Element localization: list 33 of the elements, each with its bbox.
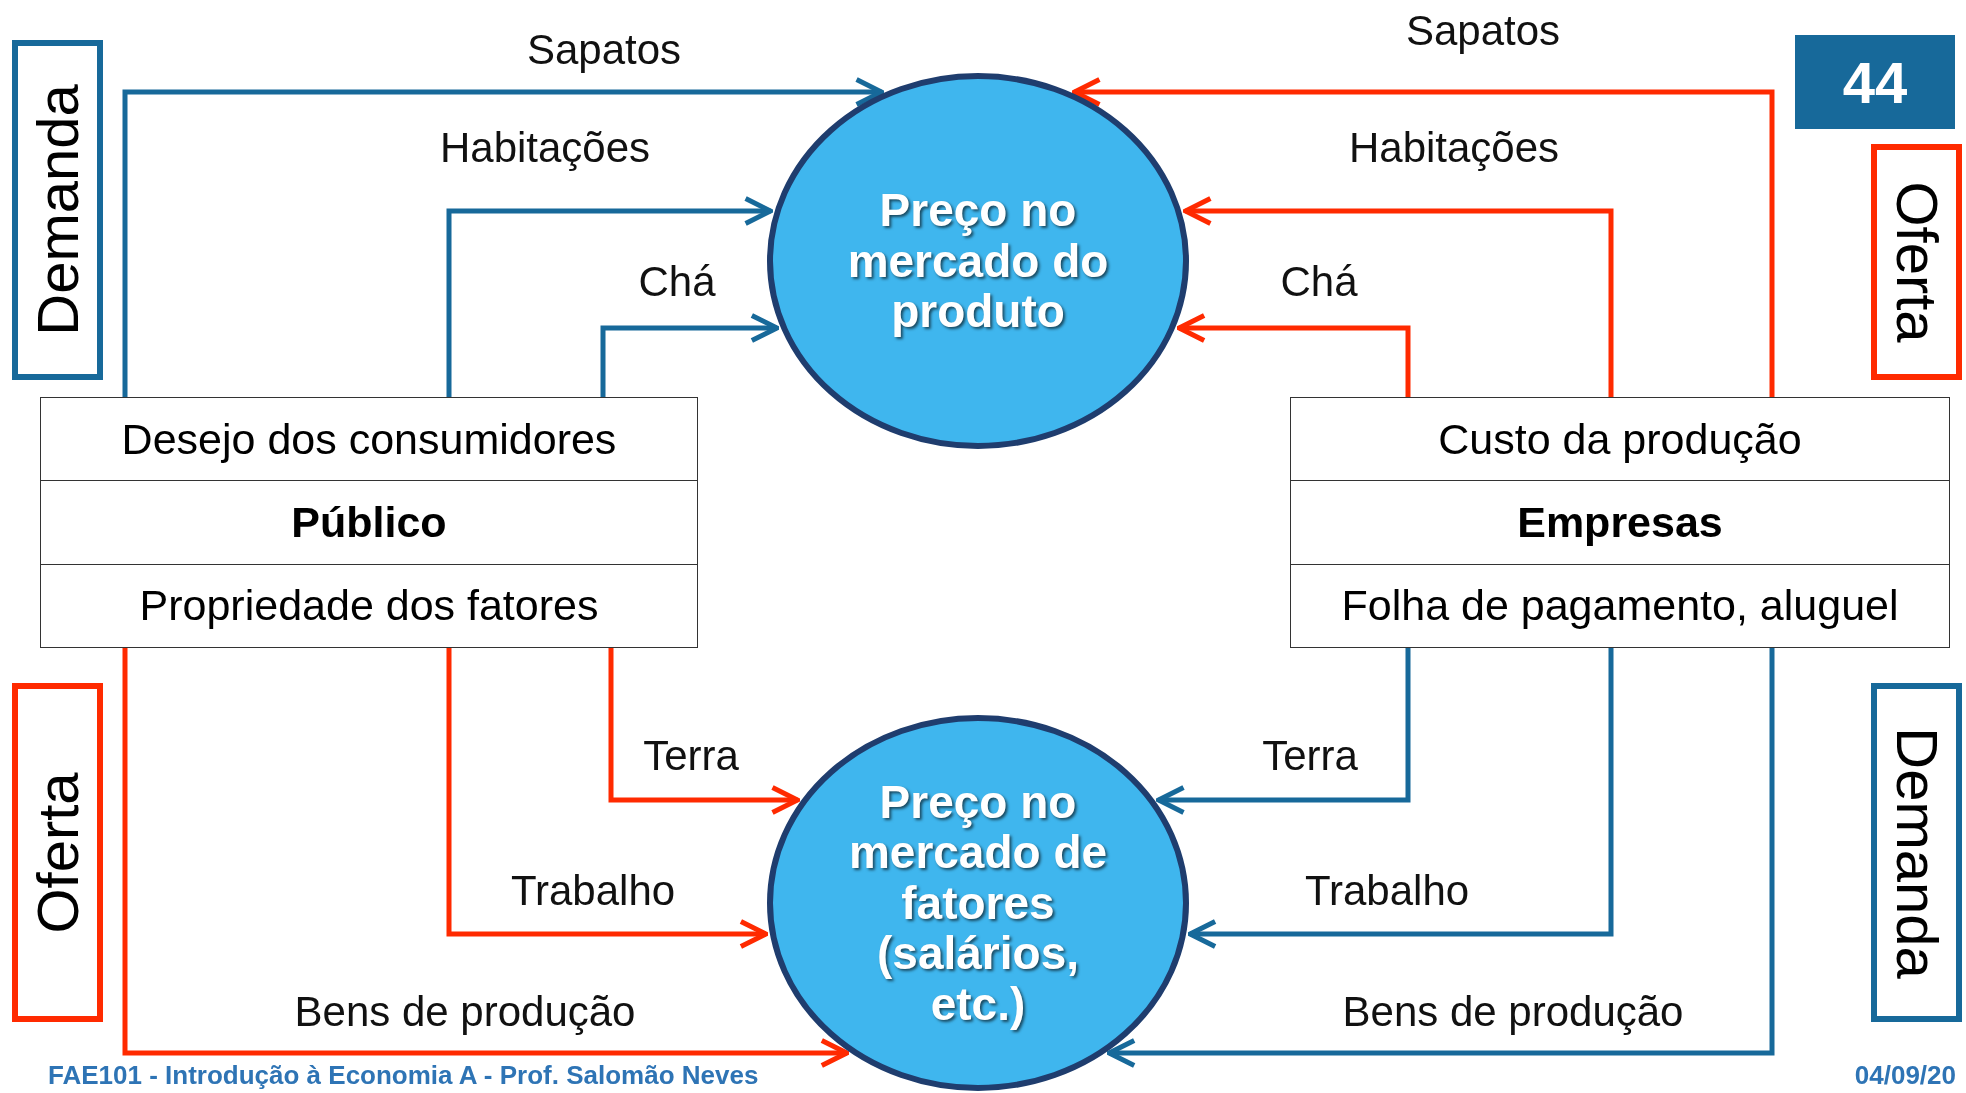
sector-name: Empresas	[1517, 498, 1723, 547]
flow-arrow	[1176, 313, 1411, 397]
side-label: Oferta	[28, 771, 87, 934]
side-label-box	[1871, 683, 1962, 1022]
side-label-box	[12, 40, 103, 380]
footer-date: 04/09/20	[1854, 1060, 1956, 1091]
table-row-text: Custo da produção	[1438, 414, 1802, 464]
footer-text: FAE101 - Introdução à Economia A - Prof. Salomão Neves	[48, 1060, 759, 1091]
flow-arrow	[446, 648, 769, 949]
flow-arrow	[1156, 648, 1411, 815]
flow-arrow	[122, 648, 850, 1068]
sector-table	[1290, 397, 1950, 648]
flow-arrow	[1071, 77, 1775, 397]
circle-text: Preço no mercado do produto	[846, 185, 1110, 337]
table-row-text: Folha de pagamento, aluguel	[1341, 581, 1899, 631]
sector-table	[40, 397, 698, 648]
flow-arrow	[600, 313, 780, 397]
sector-name: Público	[291, 498, 447, 547]
side-label: Demanda	[1887, 726, 1946, 979]
flow-arrow	[446, 196, 774, 397]
flow-arrow	[122, 77, 885, 397]
side-label-box	[1871, 144, 1962, 380]
flow-arrow	[1187, 648, 1614, 949]
page-number: 44	[1795, 35, 1955, 129]
flow-arrow	[1182, 196, 1614, 397]
circle-text: Preço no mercado de fatores (salários, etc.)	[847, 776, 1109, 1030]
table-row-text: Propriedade dos fatores	[139, 581, 599, 631]
table-row-text: Desejo dos consumidores	[121, 414, 617, 464]
side-label: Oferta	[1887, 181, 1946, 343]
side-label: Demanda	[28, 84, 87, 336]
flow-arrow	[1106, 648, 1775, 1068]
flow-arrow	[608, 648, 800, 815]
side-label-box	[12, 683, 103, 1022]
